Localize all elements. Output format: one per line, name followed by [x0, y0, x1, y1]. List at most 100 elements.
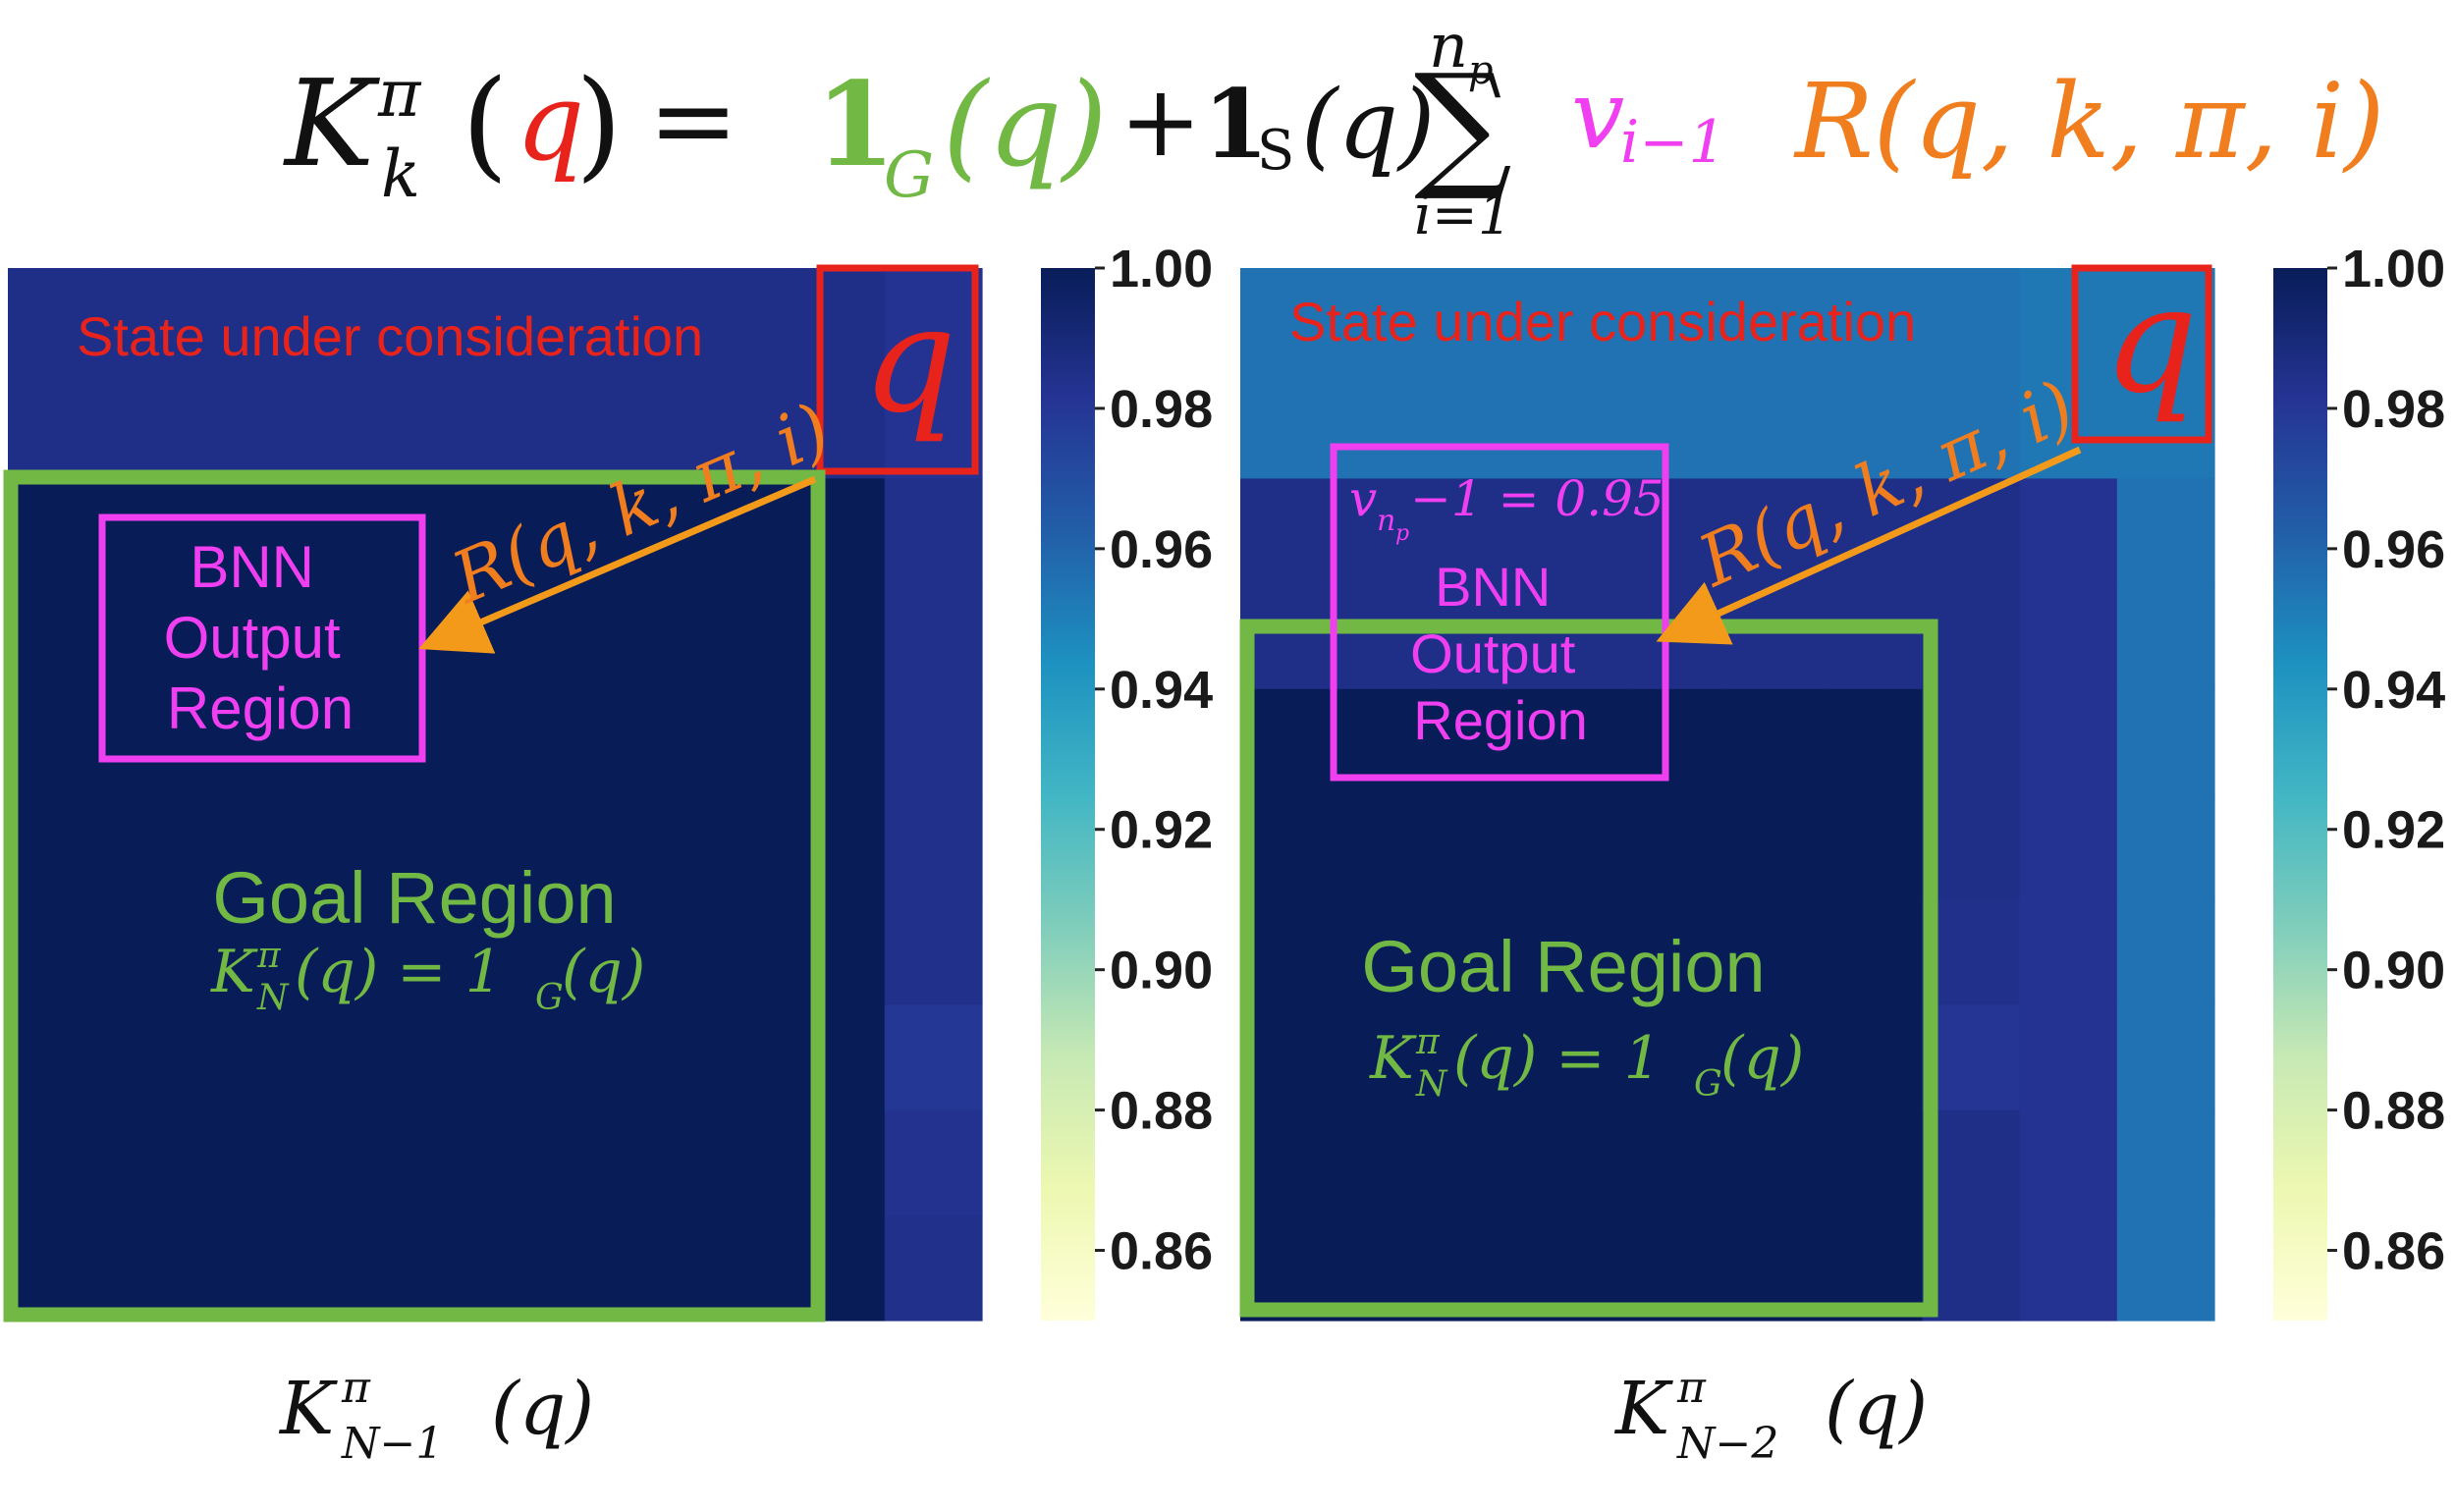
left-heatmap-cell [397, 1109, 496, 1216]
left-heatmap-cell [689, 1215, 789, 1322]
left-goal-formula-k: K [210, 938, 258, 1006]
left-heatmap-cell [592, 583, 690, 690]
right-heatmap-cell [2019, 268, 2118, 374]
left-heatmap-cell [592, 1004, 690, 1111]
left-heatmap-cell [300, 1215, 399, 1322]
right-heatmap-cell [1532, 899, 1631, 1005]
left-heatmap-cell [105, 899, 203, 1005]
right-q-label: q [2103, 255, 2198, 426]
right-heatmap-cell [2019, 373, 2118, 479]
right-heatmap-cell [1629, 373, 1728, 479]
left-heatmap-cell [592, 794, 690, 900]
right-heatmap-cell [1240, 478, 1338, 585]
right-colorbar-tick-label: 0.98 [2342, 380, 2445, 439]
right-heatmap-cell [2116, 478, 2215, 585]
right-heatmap-cell [1240, 268, 1338, 374]
eq-sum-upper: n [1429, 10, 1468, 81]
right-heatmap-cell [1825, 1109, 1923, 1216]
right-heatmap-cell [1532, 268, 1631, 374]
right-heatmap-cell [1337, 478, 1436, 585]
eq-goal-sub: G [884, 139, 934, 212]
left-heatmap [8, 268, 983, 1322]
right-heatmap-cell [1922, 899, 2021, 1005]
left-heatmap-cell [689, 1004, 789, 1111]
right-heatmap-cell [1629, 1109, 1728, 1216]
left-heatmap-cell [495, 899, 593, 1005]
right-heatmap-cell [1532, 583, 1631, 690]
right-colorbar-tick-label: 0.92 [2342, 801, 2445, 860]
eq-lhs-sup: π [377, 56, 422, 132]
left-colorbar-tick-label: 0.90 [1110, 942, 1213, 1000]
right-heatmap-cell [2116, 583, 2215, 690]
left-heatmap-cell [105, 373, 203, 479]
right-heatmap-cell [2019, 899, 2118, 1005]
left-heatmap-cell [397, 899, 496, 1005]
right-heatmap-cell [1629, 268, 1728, 374]
left-heatmap-cell [300, 478, 399, 585]
left-goal-formula-sup: π [256, 936, 282, 976]
left-heatmap-cell [8, 1004, 106, 1111]
right-r-arrow [1656, 446, 2082, 645]
right-heatmap-cell [1240, 1004, 1338, 1111]
eq-var-q: q [516, 59, 584, 185]
left-heatmap-cell [202, 794, 301, 900]
right-heatmap-cell [2019, 794, 2118, 900]
eq-v-term: v [1571, 60, 1624, 170]
left-heatmap-cell [202, 583, 301, 690]
left-heatmap-cell [787, 373, 886, 479]
right-heatmap-cell [1629, 899, 1728, 1005]
left-heatmap-cell [397, 268, 496, 374]
eq-goal-arg: (q) [943, 57, 1108, 192]
right-heatmap-cell [1337, 268, 1436, 374]
left-q-label: q [862, 275, 956, 446]
left-bnn-line-3: Region [167, 675, 354, 741]
right-heatmap-cell [1727, 268, 1826, 374]
left-colorbar: 1.000.980.960.940.920.900.880.86 [1041, 240, 1213, 1321]
left-heatmap-cell [495, 1004, 593, 1111]
eq-equals: = [648, 57, 738, 183]
right-colorbar-tick-label: 0.90 [2342, 942, 2445, 1000]
right-heatmap-cell [1922, 373, 2021, 479]
left-goal-formula-end: (q) [562, 938, 645, 1006]
left-bnn-line-1: BNN [190, 534, 314, 600]
eq-paren-open: ( [462, 54, 509, 193]
right-colorbar-tick-label: 0.94 [2342, 661, 2445, 720]
right-heatmap-cell [1532, 1004, 1631, 1111]
right-heatmap-cell [2116, 268, 2215, 374]
right-heatmap-cell [2116, 899, 2215, 1005]
left-heatmap-cell [884, 583, 983, 690]
right-q-box [2071, 264, 2212, 444]
right-colorbar: 1.000.980.960.940.920.900.880.86 [2273, 240, 2445, 1321]
left-heatmap-cell [397, 1215, 496, 1322]
right-bnn-line-2: Output [1410, 622, 1576, 684]
left-heatmap-cell [495, 373, 593, 479]
left-heatmap-cell [592, 899, 690, 1005]
right-heatmap-cell [1825, 583, 1923, 690]
left-heatmap-cell [689, 899, 789, 1005]
right-heatmap-cell [1727, 794, 1826, 900]
left-r-arrow [418, 475, 817, 654]
left-goal-title: Goal Region [212, 857, 616, 939]
right-heatmap-cell [1825, 373, 1923, 479]
right-colorbar-tick-label: 0.96 [2342, 520, 2445, 579]
right-heatmap-cell [1629, 794, 1728, 900]
left-colorbar-tick-label: 0.94 [1110, 661, 1213, 720]
left-heatmap-cell [495, 794, 593, 900]
right-colorbar-tick-label: 0.88 [2342, 1082, 2445, 1141]
left-heatmap-cell [689, 688, 789, 795]
right-v-label-v: v [1349, 470, 1377, 527]
right-goal-formula-rest: (q) = 1 [1453, 1024, 1662, 1093]
right-heatmap-cell [2116, 688, 2215, 795]
right-heatmap-cell [1532, 478, 1631, 585]
right-heatmap-cell [2019, 1004, 2118, 1111]
left-colorbar-tick-label: 0.86 [1110, 1222, 1213, 1281]
left-heatmap-cell [8, 1109, 106, 1216]
right-colorbar-tick-label: 0.86 [2342, 1222, 2445, 1281]
right-heatmap-cell [1727, 373, 1826, 479]
left-goal-formula-rest: (q) = 1 [295, 938, 503, 1006]
right-heatmap-cell [1922, 794, 2021, 900]
left-heatmap-cell [202, 268, 301, 374]
right-heatmap-cell [1727, 899, 1826, 1005]
right-heatmap-cell [1825, 688, 1923, 795]
right-goal-formula-k: K [1369, 1024, 1417, 1093]
